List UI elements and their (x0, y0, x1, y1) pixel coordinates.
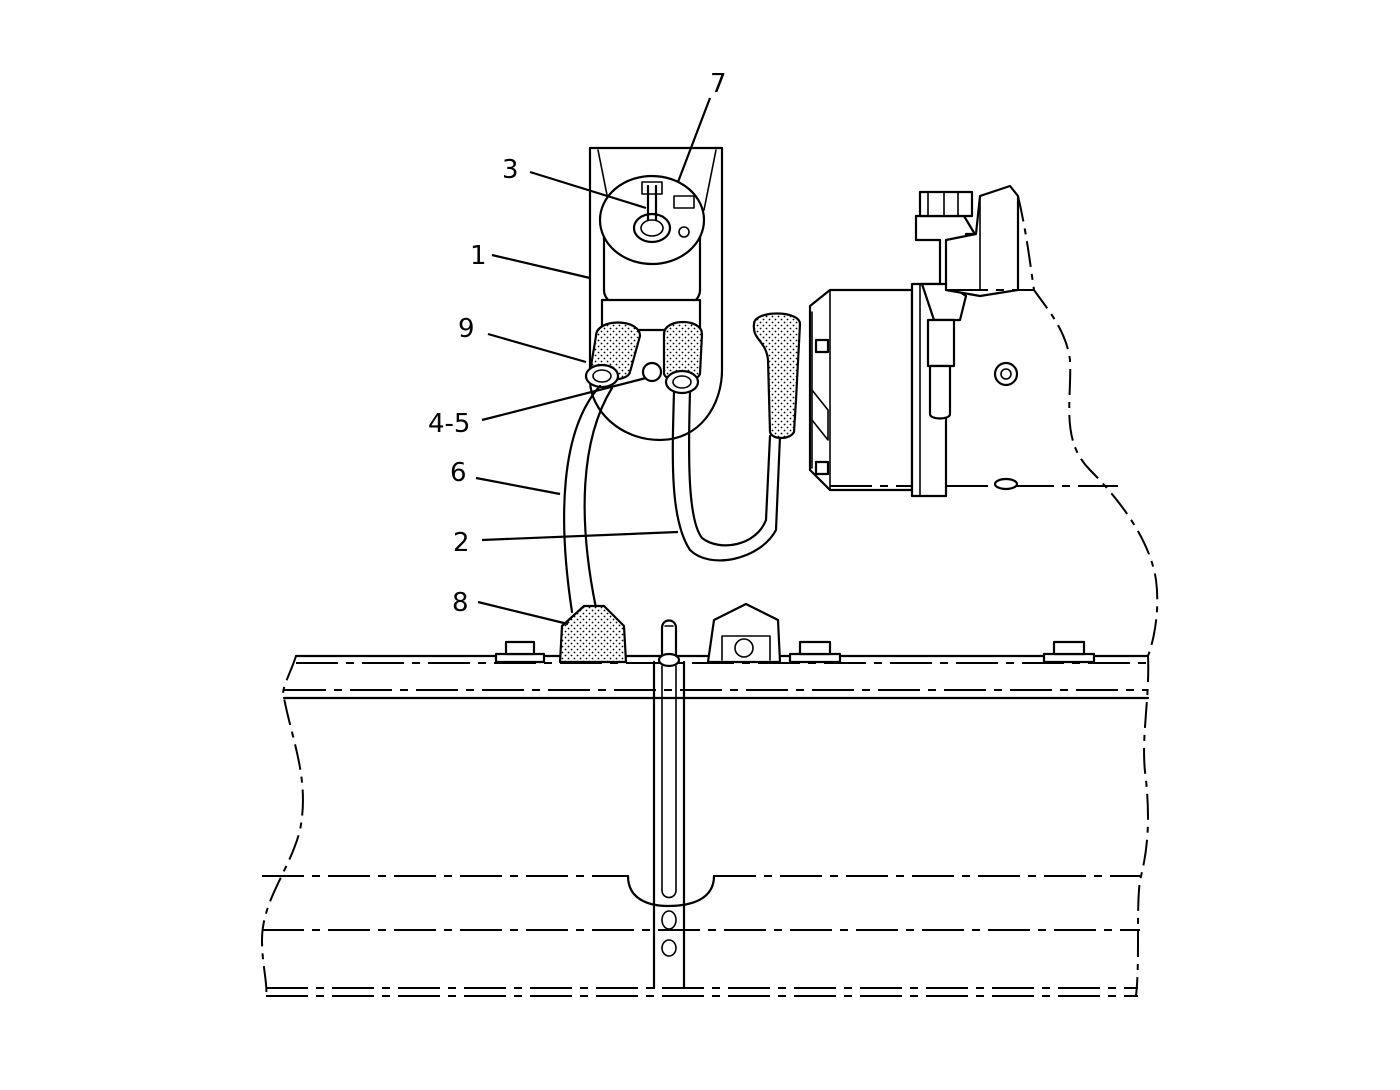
callout-label-2: 2 (453, 528, 470, 558)
ground-stud (641, 361, 663, 383)
terminal-boot-right (662, 321, 704, 395)
leader-6 (475, 476, 561, 496)
callout-label-8: 8 (452, 588, 469, 618)
bolt-head (494, 640, 546, 664)
callout-label-1: 1 (470, 241, 487, 271)
ground-terminal (558, 604, 628, 664)
leader-1 (491, 253, 591, 280)
switch-body (598, 174, 706, 332)
callout-label-9: 9 (458, 314, 475, 344)
cable-2 (671, 390, 782, 562)
bolt-head (1042, 640, 1096, 664)
leader-8 (477, 600, 569, 626)
callout-leaders (475, 97, 712, 626)
callout-labels: 1 2 3 4-5 6 7 8 9 (428, 69, 727, 618)
leader-7 (676, 97, 712, 183)
leader-4-5 (481, 376, 647, 422)
callout-label-6: 6 (450, 458, 467, 488)
terminal-boot-left (584, 321, 642, 389)
leader-2 (481, 530, 679, 542)
mounting-clip (706, 602, 782, 664)
callout-label-7: 7 (710, 69, 727, 99)
leader-9 (487, 332, 587, 364)
callout-label-4-5: 4-5 (428, 409, 470, 439)
callout-label-3: 3 (502, 155, 519, 185)
bolt-head (788, 640, 842, 664)
starter-motor (752, 184, 1159, 657)
cable-6 (563, 384, 614, 614)
leader-3 (529, 170, 647, 210)
frame-rail (260, 602, 1150, 997)
